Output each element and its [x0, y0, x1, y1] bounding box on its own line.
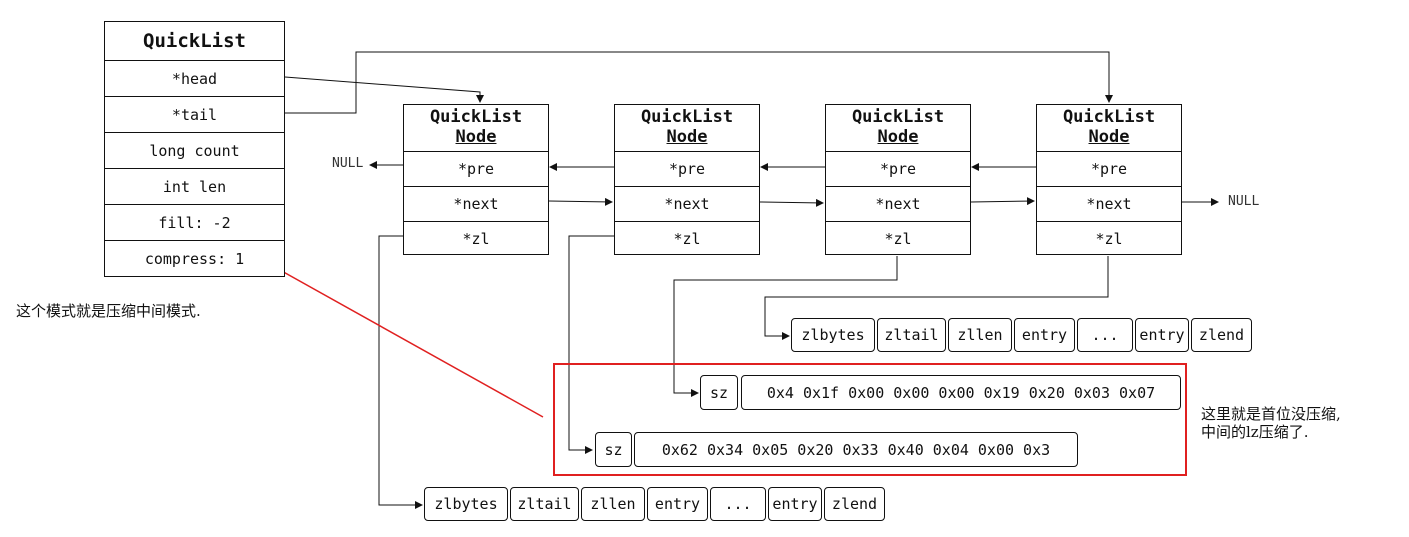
node-title: QuickList Node: [826, 105, 970, 151]
quicklist-title: QuickList: [143, 30, 246, 52]
node-title: QuickList Node: [404, 105, 548, 151]
field-count: long count: [105, 132, 284, 168]
ziplist-cell-zllen: zllen: [581, 487, 645, 521]
node-pre: *pre: [1037, 151, 1181, 186]
null-left-label: NULL: [332, 156, 364, 171]
node-title-bottom: Node: [877, 127, 919, 147]
ziplist-cell-zlend: zlend: [824, 487, 885, 521]
quicklist-node-3: QuickList Node *pre *next *zl: [825, 104, 971, 255]
field-len: int len: [105, 168, 284, 204]
next-arrow-1-2: [548, 197, 613, 206]
zl-pointer-node4: [764, 256, 1109, 340]
node-pre: *pre: [826, 151, 970, 186]
ziplist-cell-zllen: zllen: [948, 318, 1012, 352]
node-zl: *zl: [1037, 221, 1181, 256]
highlight-arrow: [261, 259, 544, 418]
node-title-top: QuickList: [429, 107, 523, 127]
node-title: QuickList Node: [1037, 105, 1181, 151]
ziplist-cell-ellipsis: ...: [710, 487, 766, 521]
ziplist-cell-ellipsis: ...: [1077, 318, 1133, 352]
node-title-top: QuickList: [851, 107, 945, 127]
node-title-bottom: Node: [666, 127, 708, 147]
quicklist-node-4: QuickList Node *pre *next *zl: [1036, 104, 1182, 255]
node-title: QuickList Node: [615, 105, 759, 151]
node-pre: *pre: [404, 151, 548, 186]
node-zl: *zl: [404, 221, 548, 256]
ziplist-cell-zltail: zltail: [510, 487, 579, 521]
node-title-top: QuickList: [640, 107, 734, 127]
ziplist-cell-zltail: zltail: [877, 318, 946, 352]
right-annotation: 这里就是首位没压缩, 中间的lz压缩了.: [1201, 405, 1341, 441]
quicklist-struct: QuickList *head *tail long count int len…: [104, 21, 285, 277]
field-tail: *tail: [105, 96, 284, 132]
compressed-sz-cell: sz: [700, 375, 738, 410]
compressed-bytes-cell: 0x62 0x34 0x05 0x20 0x33 0x40 0x04 0x00 …: [634, 432, 1078, 467]
zl-pointer-node2: [568, 235, 614, 454]
head-pointer-line: [284, 76, 484, 103]
node-title-bottom: Node: [455, 127, 497, 147]
tail-pointer-line: [285, 51, 1113, 114]
ziplist-cell-entry: entry: [768, 487, 822, 521]
node-next: *next: [615, 186, 759, 221]
node-next: *next: [404, 186, 548, 221]
null-right-label: NULL: [1228, 194, 1260, 209]
compressed-sz-cell: sz: [595, 432, 632, 467]
field-compress: compress: 1: [105, 240, 284, 276]
node-title-top: QuickList: [1062, 107, 1156, 127]
node-zl: *zl: [615, 221, 759, 256]
field-fill: fill: -2: [105, 204, 284, 240]
ziplist-cell-entry: entry: [1135, 318, 1189, 352]
node-pre: *pre: [615, 151, 759, 186]
right-annotation-line1: 这里就是首位没压缩,: [1201, 405, 1341, 423]
node-title-bottom: Node: [1088, 127, 1130, 147]
quicklist-node-2: QuickList Node *pre *next *zl: [614, 104, 760, 255]
next-arrow-2-3: [759, 198, 824, 207]
zl-pointer-node3: [673, 256, 898, 397]
ziplist-cell-zlend: zlend: [1191, 318, 1252, 352]
node-zl: *zl: [826, 221, 970, 256]
quicklist-node-1: QuickList Node *pre *next *zl: [403, 104, 549, 255]
compressed-bytes-cell: 0x4 0x1f 0x00 0x00 0x00 0x19 0x20 0x03 0…: [741, 375, 1181, 410]
zl-pointer-node1: [378, 235, 423, 509]
left-annotation: 这个模式就是压缩中间模式.: [16, 302, 201, 320]
node-next: *next: [1037, 186, 1181, 221]
right-annotation-line2: 中间的lz压缩了.: [1201, 423, 1309, 441]
highlight-frame: [553, 363, 1187, 476]
field-head: *head: [105, 60, 284, 96]
ziplist-cell-zlbytes: zlbytes: [424, 487, 508, 521]
node-next: *next: [826, 186, 970, 221]
next-arrow-3-4: [970, 197, 1035, 206]
ziplist-cell-entry: entry: [647, 487, 708, 521]
ziplist-cell-zlbytes: zlbytes: [791, 318, 875, 352]
ziplist-cell-entry: entry: [1014, 318, 1075, 352]
